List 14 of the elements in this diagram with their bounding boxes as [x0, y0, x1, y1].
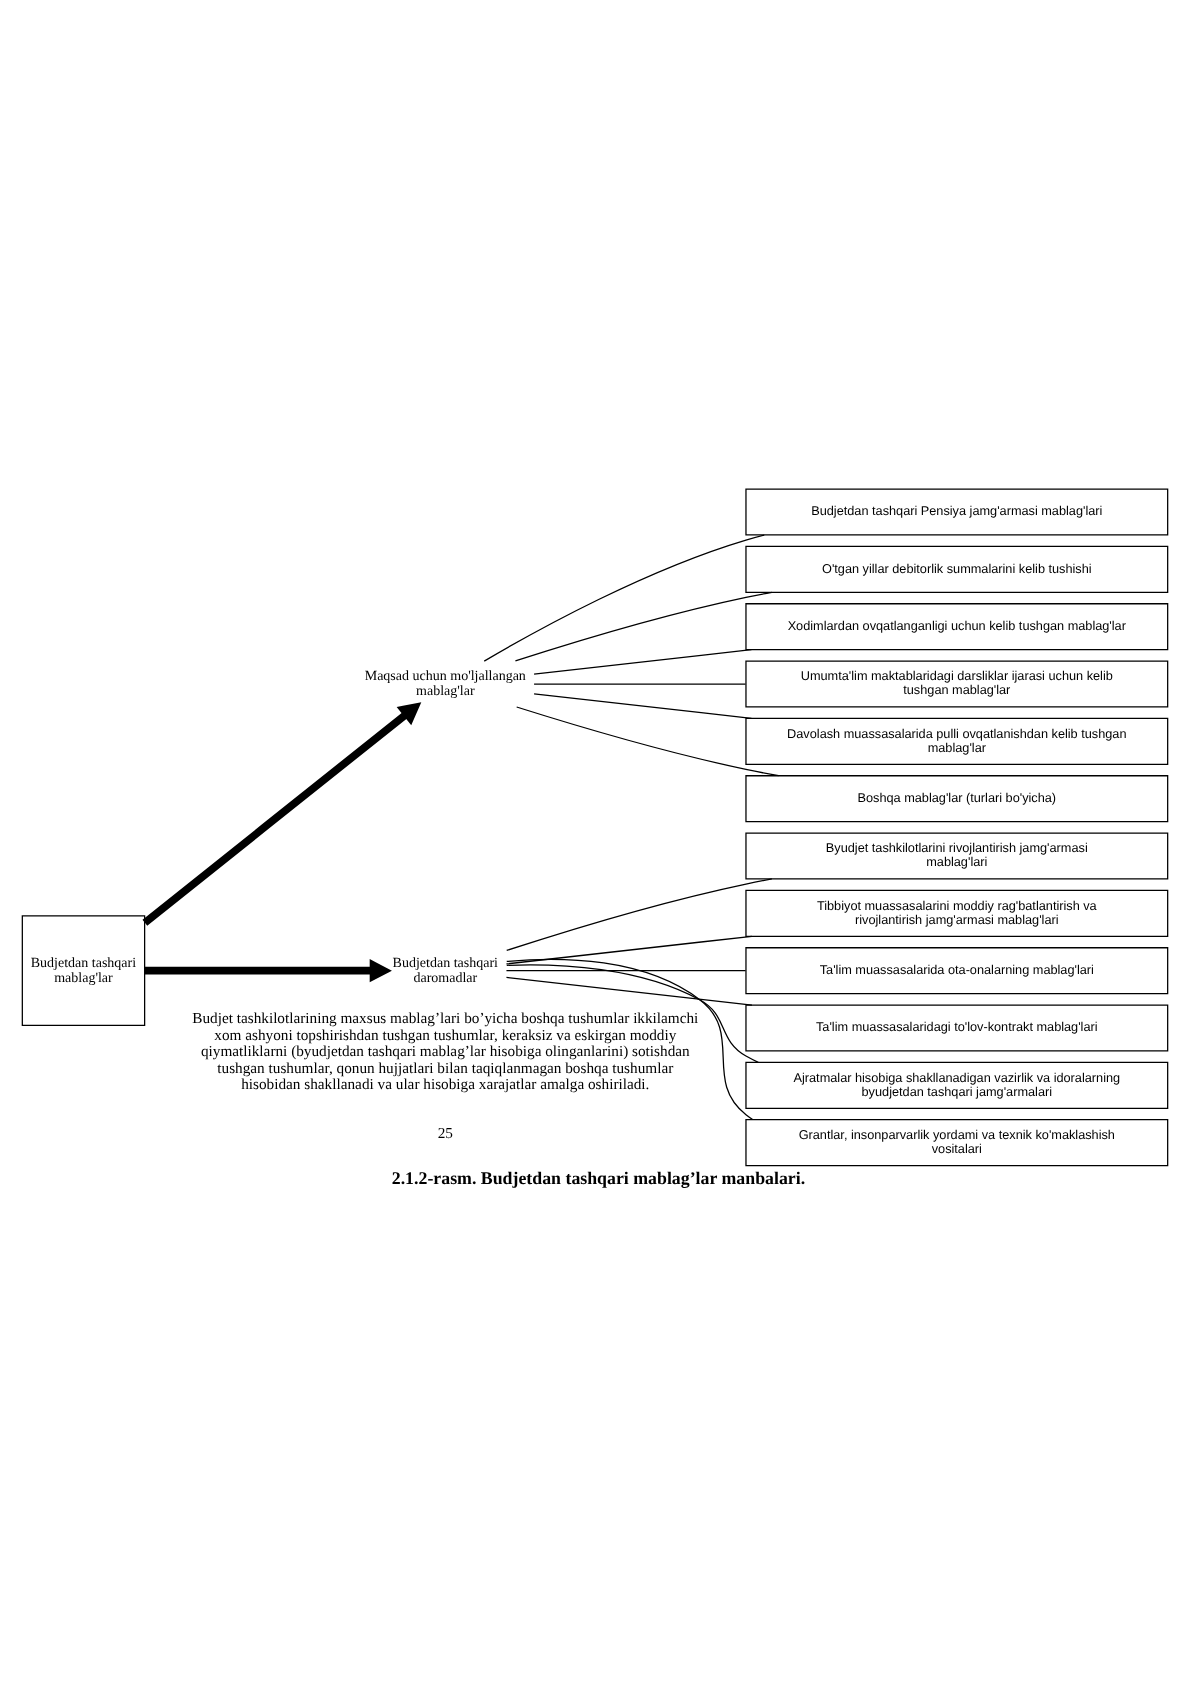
connector: [533, 683, 747, 685]
connector: [506, 964, 759, 1063]
connector: [506, 958, 754, 1121]
caption: 2.1.2-rasm. Budjetdan tashqari mablag’lar manbalari.: [391, 1167, 806, 1188]
connector: [505, 970, 747, 972]
connector: [483, 534, 765, 662]
connector: [533, 693, 753, 719]
connector: [533, 649, 753, 675]
connector: [505, 976, 753, 1006]
connector: [514, 591, 773, 662]
connector: [505, 935, 753, 965]
arrow: [144, 959, 392, 983]
arrow: [142, 702, 422, 926]
connector: [506, 878, 773, 952]
